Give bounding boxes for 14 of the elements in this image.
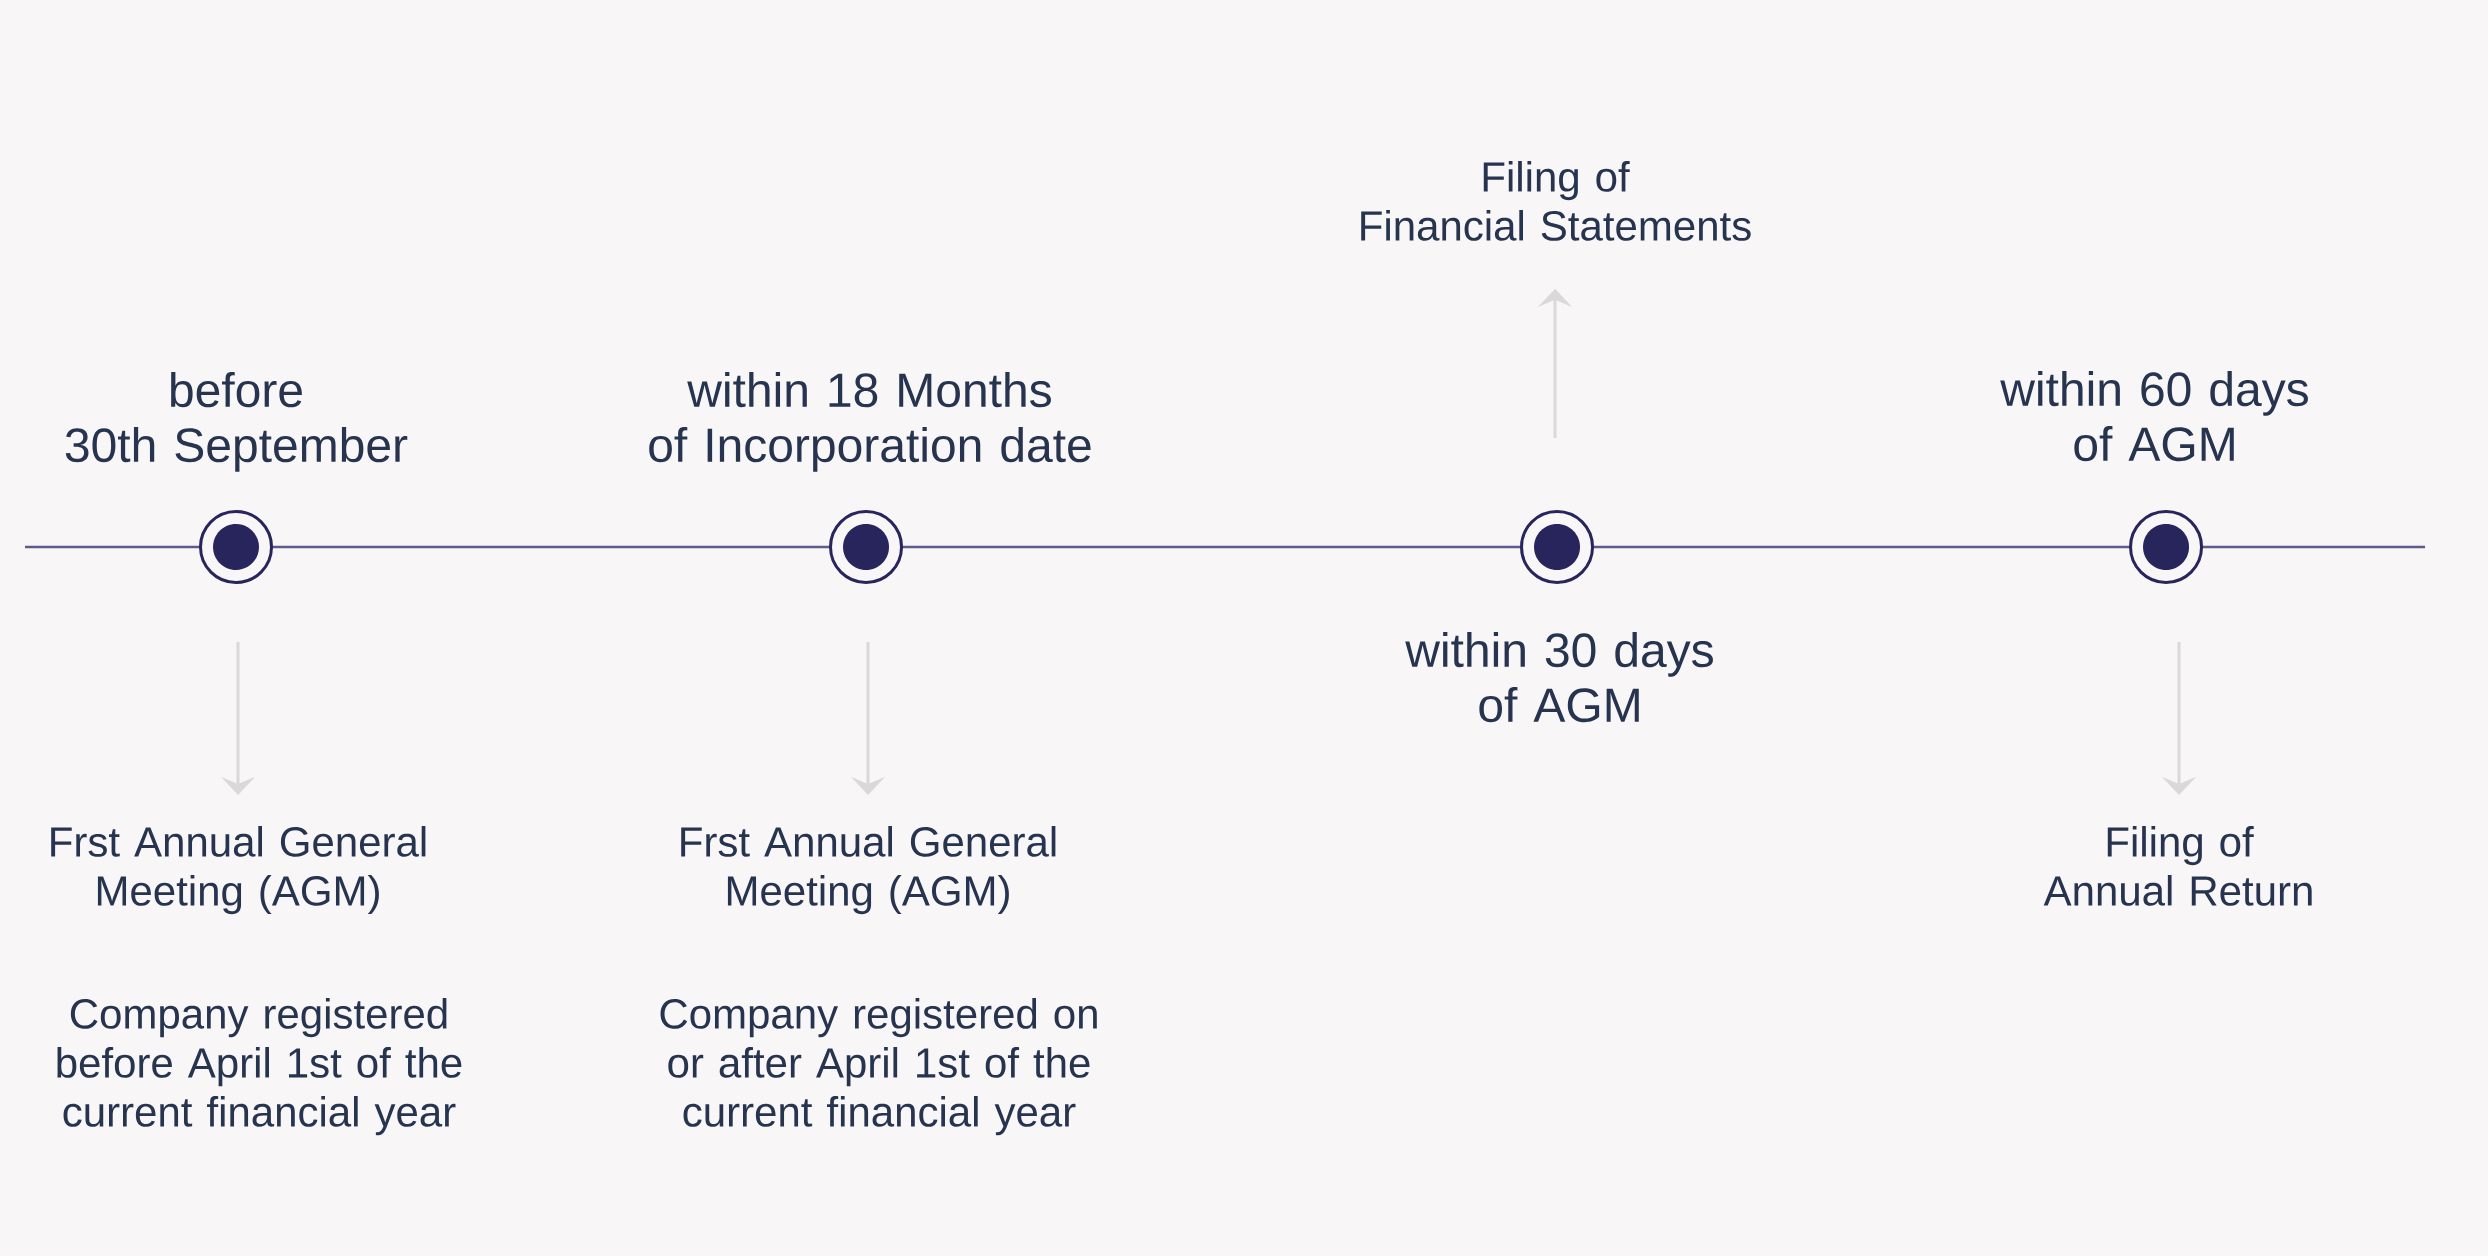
timeline-marker — [2129, 510, 2204, 584]
timeline-marker — [829, 510, 903, 584]
note-text: Company registered on or after April 1st of the current financial year — [660, 998, 1097, 1136]
deadline-text: before 30th September — [65, 372, 408, 472]
event-text: Frst Annual General Meeting (AGM) — [681, 826, 1056, 915]
event-text: Filing of Annual Return — [2043, 826, 2312, 906]
timeline-marker — [1520, 510, 1594, 584]
timeline-marker — [199, 510, 273, 584]
deadline-text: within 18 Months of Incorporation date — [649, 372, 1091, 472]
event-text: Frst Annual General Meeting (AGM) — [51, 826, 426, 915]
note-text: Company registered before April 1st of the current financial year — [57, 998, 462, 1136]
deadline-text: within 60 days of AGM — [2000, 371, 2308, 462]
event-text: Filing of Financial Statements — [1361, 161, 1751, 241]
deadline-text: within 30 days of AGM — [1405, 632, 1713, 723]
